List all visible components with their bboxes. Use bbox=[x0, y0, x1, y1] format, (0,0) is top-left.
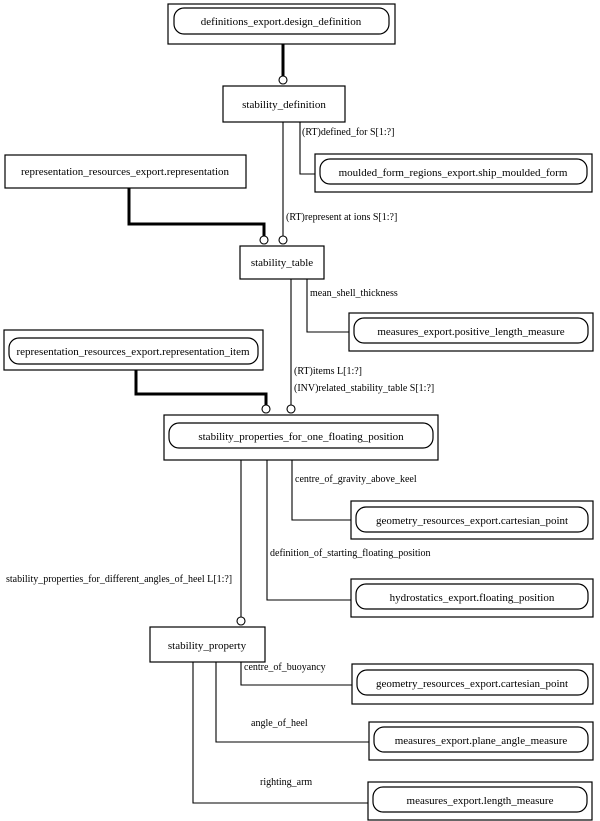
label-mean-shell-thickness: mean_shell_thickness bbox=[310, 288, 398, 299]
connector-circle bbox=[278, 75, 288, 85]
entity-representation-item[interactable]: representation_resources_export.represen… bbox=[3, 329, 264, 371]
label-representations: (RT)represent at ions S[1:?] bbox=[286, 212, 397, 223]
line-centre-of-buoyancy bbox=[240, 662, 352, 686]
entity-label: geometry_resources_export.cartesian_poin… bbox=[376, 678, 568, 690]
line-centre-of-gravity bbox=[291, 460, 351, 521]
entity-label: geometry_resources_export.cartesian_poin… bbox=[376, 515, 568, 527]
entity-ship-moulded-form[interactable]: moulded_form_regions_export.ship_moulded… bbox=[314, 153, 593, 193]
relationship-lines bbox=[127, 40, 369, 804]
entity-label: representation_resources_export.represen… bbox=[16, 346, 249, 358]
line-representation-to-table bbox=[127, 188, 266, 236]
entity-label: stability_table bbox=[251, 257, 313, 269]
entity-stability-properties-for-one-floating-position[interactable]: stability_properties_for_one_floating_po… bbox=[163, 414, 439, 461]
label-defined-for: (RT)defined_for S[1:?] bbox=[302, 127, 394, 138]
line-angle-of-heel bbox=[215, 662, 369, 743]
entity-representation[interactable]: representation_resources_export.represen… bbox=[4, 154, 247, 189]
entity-label: stability_definition bbox=[242, 99, 326, 111]
connector-circle bbox=[261, 404, 271, 414]
entity-stability-definition[interactable]: stability_definition bbox=[222, 85, 346, 123]
line-representation-item bbox=[134, 370, 268, 405]
line-defined-for bbox=[299, 122, 315, 175]
entity-stability-property[interactable]: stability_property bbox=[149, 626, 266, 663]
label-related-stability-table: (INV)related_stability_table S[1:?] bbox=[294, 383, 434, 394]
entity-label: stability_properties_for_one_floating_po… bbox=[198, 431, 404, 443]
label-centre-of-buoyancy: centre_of_buoyancy bbox=[244, 662, 326, 673]
connector-circle bbox=[286, 404, 296, 414]
line-righting-arm bbox=[192, 662, 368, 804]
entity-label: measures_export.length_measure bbox=[407, 795, 554, 807]
entity-label: moulded_form_regions_export.ship_moulded… bbox=[339, 167, 568, 179]
entity-length-measure[interactable]: measures_export.length_measure bbox=[367, 781, 593, 821]
connector-circle bbox=[236, 616, 246, 626]
entity-label: measures_export.plane_angle_measure bbox=[395, 735, 568, 747]
label-stability-properties-for-different-angles-of-heel: stability_properties_for_different_angle… bbox=[6, 574, 232, 585]
line-starting-floating-position bbox=[266, 460, 351, 601]
label-angle-of-heel: angle_of_heel bbox=[251, 718, 308, 729]
entity-label: definitions_export.design_definition bbox=[201, 16, 362, 28]
entity-positive-length-measure[interactable]: measures_export.positive_length_measure bbox=[348, 312, 594, 352]
line-mean-shell-thickness bbox=[306, 279, 349, 333]
entity-label: hydrostatics_export.floating_position bbox=[390, 592, 555, 604]
label-items: (RT)items L[1:?] bbox=[294, 366, 362, 377]
relationship-labels: (RT)defined_for S[1:?] (RT)represent at … bbox=[6, 127, 434, 788]
entity-cartesian-point-2[interactable]: geometry_resources_export.cartesian_poin… bbox=[351, 663, 594, 705]
connector-circle bbox=[259, 235, 269, 245]
label-definition-of-starting-floating-position: definition_of_starting_floating_position bbox=[270, 548, 431, 559]
entity-floating-position[interactable]: hydrostatics_export.floating_position bbox=[350, 578, 594, 618]
label-centre-of-gravity-above-keel: centre_of_gravity_above_keel bbox=[295, 474, 417, 485]
entity-stability-table[interactable]: stability_table bbox=[239, 245, 325, 280]
entity-plane-angle-measure[interactable]: measures_export.plane_angle_measure bbox=[368, 721, 594, 761]
entity-label: stability_property bbox=[168, 640, 247, 652]
entity-label: measures_export.positive_length_measure bbox=[377, 326, 564, 338]
entity-cartesian-point-1[interactable]: geometry_resources_export.cartesian_poin… bbox=[350, 500, 594, 540]
connector-circle bbox=[278, 235, 288, 245]
entity-label: representation_resources_export.represen… bbox=[21, 166, 229, 178]
label-righting-arm: righting_arm bbox=[260, 777, 312, 788]
entity-design-definition[interactable]: definitions_export.design_definition bbox=[167, 3, 396, 45]
